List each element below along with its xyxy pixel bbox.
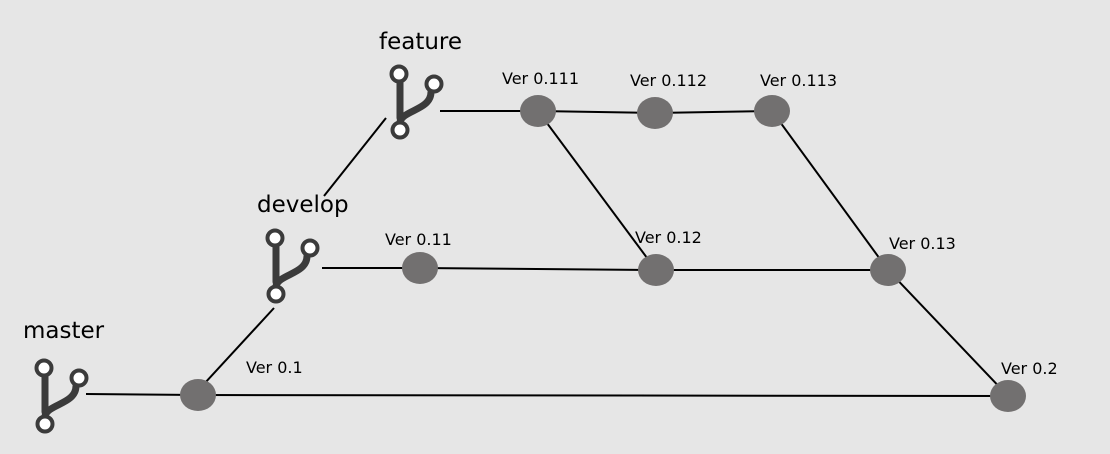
version-label-v012: Ver 0.12 <box>635 228 702 247</box>
edge-v0111-v0112 <box>537 110 656 114</box>
version-label-v0113: Ver 0.113 <box>760 71 838 90</box>
version-node-v02 <box>990 380 1026 412</box>
edge-v011-v012 <box>419 267 657 271</box>
git-branch-icon <box>34 358 89 434</box>
edge-v0113-v013 <box>771 110 889 271</box>
version-label-v0112: Ver 0.112 <box>630 71 708 90</box>
edge-v013-v02 <box>887 269 1009 397</box>
git-branch-icon <box>265 228 320 304</box>
edge-v01-develop <box>203 307 275 385</box>
version-node-v013 <box>870 254 906 286</box>
version-node-v0112 <box>637 97 673 129</box>
version-node-v012 <box>638 254 674 286</box>
branch-label-master: master <box>23 318 105 344</box>
version-node-v0111 <box>520 95 556 127</box>
branch-label-develop: develop <box>257 192 349 218</box>
version-label-v011: Ver 0.11 <box>385 230 452 249</box>
edge-v0112-v0113 <box>654 110 773 114</box>
version-node-v01 <box>180 379 216 411</box>
version-label-v02: Ver 0.2 <box>1001 359 1058 378</box>
edge-v01-v02 <box>197 394 1009 397</box>
version-label-v01: Ver 0.1 <box>246 358 303 377</box>
branch-label-feature: feature <box>379 29 463 55</box>
version-node-v0113 <box>754 95 790 127</box>
branch-icons <box>34 64 444 434</box>
git-branch-icon <box>389 64 444 140</box>
version-label-v0111: Ver 0.111 <box>502 69 580 88</box>
edges <box>85 110 1009 397</box>
edge-master-v01 <box>85 393 199 396</box>
edge-develop-feature <box>323 117 387 197</box>
version-label-v013: Ver 0.13 <box>889 234 956 253</box>
edge-v0111-v012 <box>537 110 657 271</box>
version-nodes <box>180 95 1026 412</box>
version-node-v011 <box>402 252 438 284</box>
